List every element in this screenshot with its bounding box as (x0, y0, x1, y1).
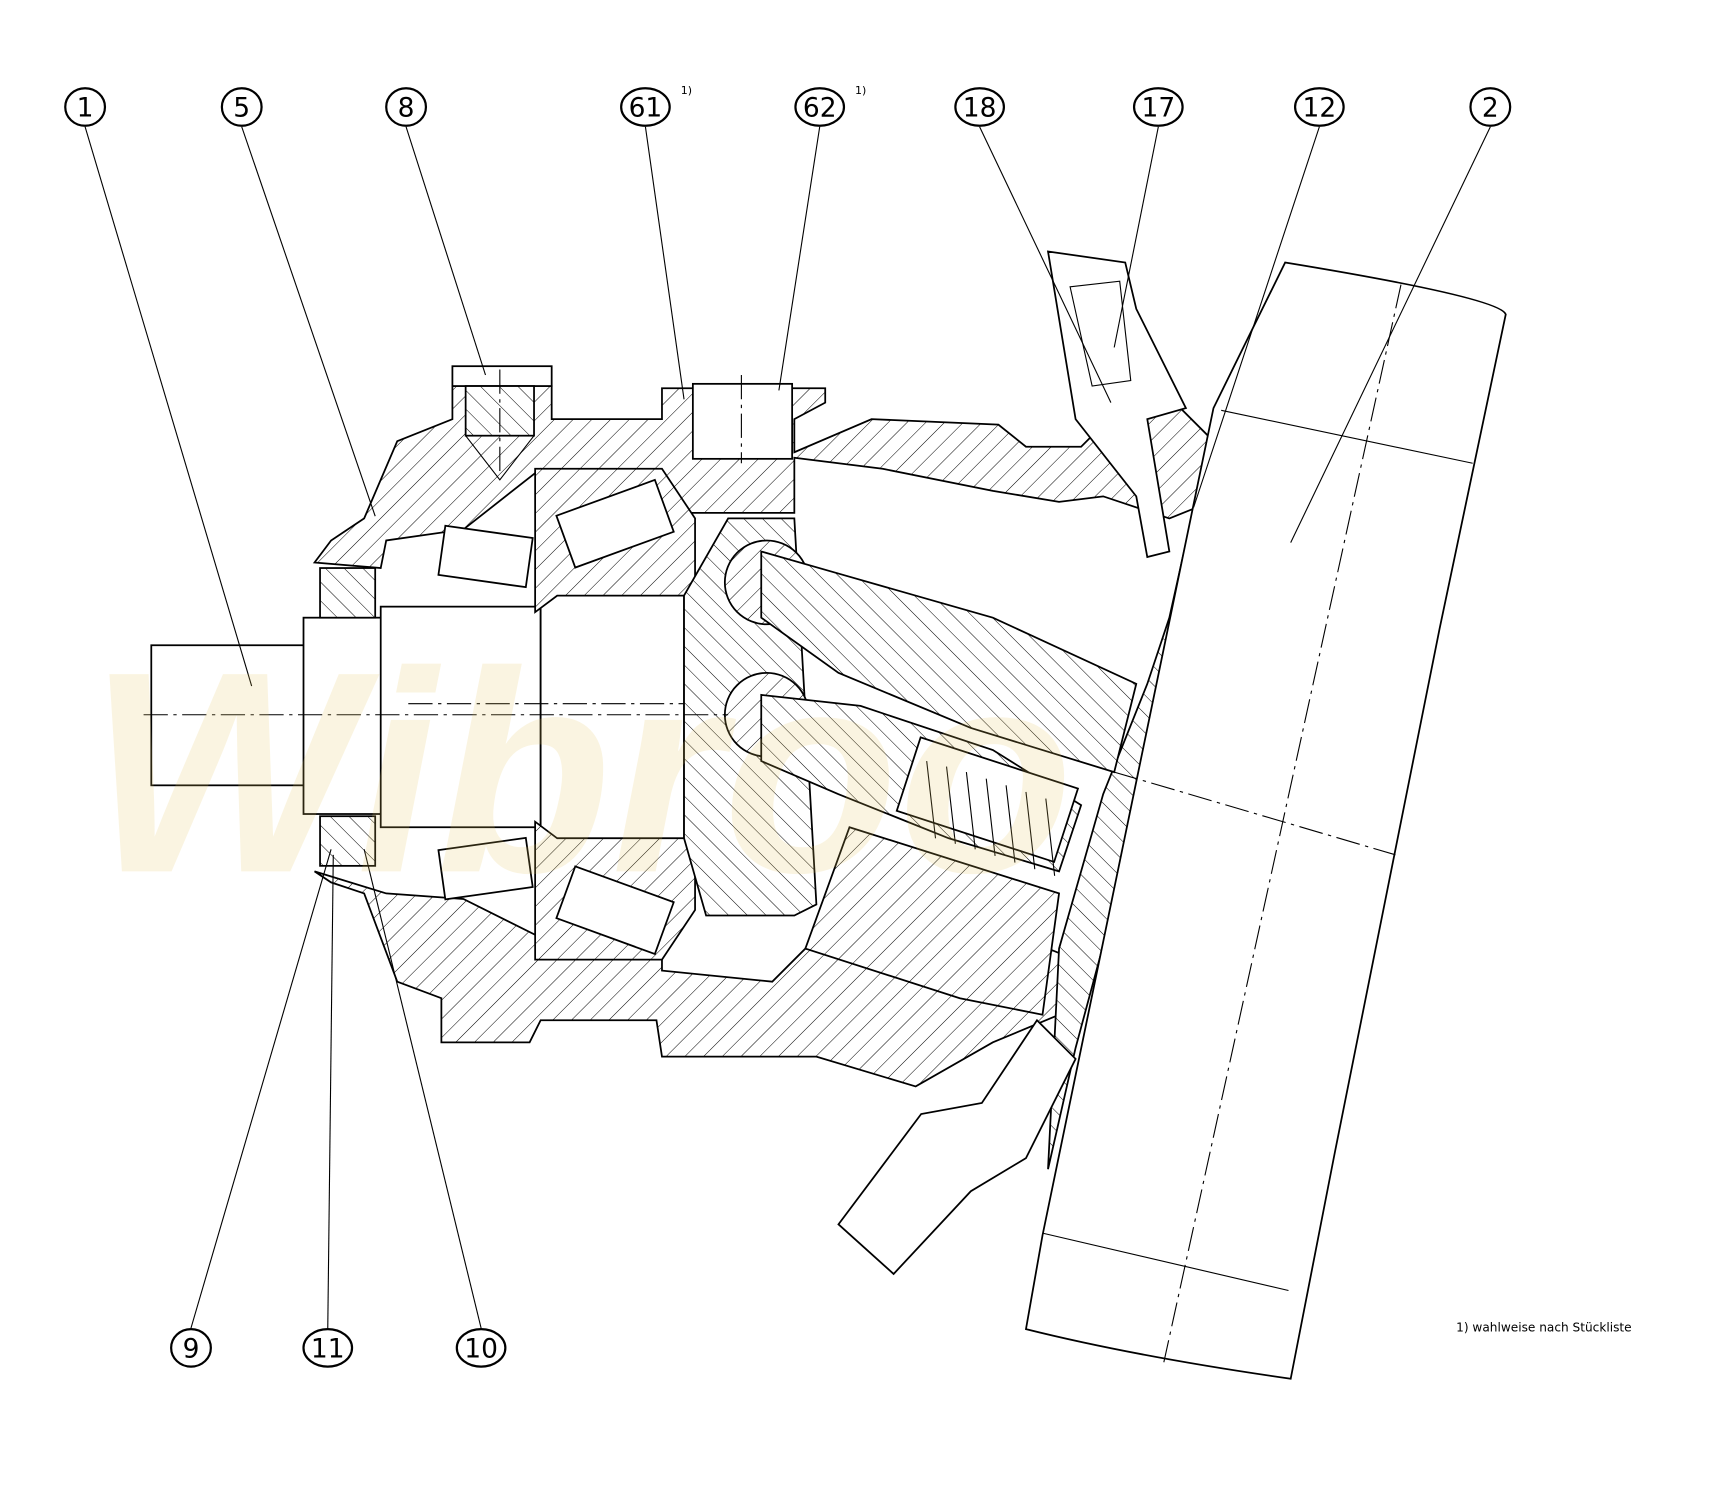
callout-12: 12 (1293, 87, 1345, 127)
adjust-screw-lower (837, 1018, 1077, 1276)
roller-bearing-upper-2 (555, 478, 675, 569)
leader-line (644, 126, 685, 400)
plug-port (691, 382, 794, 460)
callout-bubble (455, 1328, 507, 1368)
leader-line (84, 126, 253, 687)
drive-flange (539, 594, 685, 840)
leader-line (979, 126, 1112, 403)
leader-line (405, 126, 487, 376)
callout-1: 1 (64, 87, 107, 127)
callout-61: 61 1) (620, 84, 692, 127)
callout-bubble (385, 87, 428, 127)
leader-line (1193, 126, 1320, 508)
callout-10: 10 (455, 1328, 507, 1368)
leader-line (327, 854, 334, 1329)
shaft-collar (302, 616, 388, 815)
leader-line (778, 126, 821, 391)
leader-lines (84, 126, 1491, 1329)
spring (895, 736, 1080, 864)
leader-line (190, 849, 332, 1329)
callout-bubble (64, 87, 107, 127)
callout-number: 2 (1482, 93, 1499, 124)
callout-5: 5 (220, 87, 263, 127)
callout-8: 8 (385, 87, 428, 127)
callout-footnote-ref: 1) (855, 84, 866, 97)
callout-2: 2 (1469, 87, 1512, 127)
callout-11: 11 (302, 1328, 354, 1368)
roller-bearing-upper-1 (437, 524, 534, 589)
callout-bubble (1132, 87, 1184, 127)
callout-number: 9 (183, 1333, 200, 1364)
callout-17: 17 (1132, 87, 1184, 127)
cylinder-block (804, 826, 1061, 1016)
callout-bubble (302, 1328, 354, 1368)
callout-bubble (1469, 87, 1512, 127)
leader-line (241, 126, 376, 517)
callout-62: 62 1) (794, 84, 866, 127)
callout-number: 5 (233, 93, 250, 124)
callout-number: 12 (1303, 93, 1337, 124)
footnote: 1) wahlweise nach Stückliste (1456, 1320, 1631, 1334)
shaft-seal-upper (319, 567, 377, 619)
shaft-body (379, 605, 542, 829)
callout-number: 8 (398, 93, 415, 124)
roller-bearing-lower-1 (437, 836, 534, 901)
callout-number: 18 (963, 93, 997, 124)
leader-line (1290, 126, 1491, 543)
roller-bearing-lower-2 (555, 865, 675, 956)
callout-number: 17 (1141, 93, 1175, 124)
callout-number: 61 (629, 93, 663, 124)
callouts: 1 5 8 61 1) 62 1) 18 17 12 2 9 11 10 (64, 84, 1512, 1368)
callout-bubble (794, 87, 846, 127)
leader-line (363, 849, 482, 1329)
callout-bubble (954, 87, 1006, 127)
callout-footnote-ref: 1) (681, 84, 692, 97)
callout-number: 1 (77, 93, 94, 124)
callout-number: 62 (803, 93, 837, 124)
adjust-screw-upper (1046, 250, 1188, 559)
leader-line (1113, 126, 1159, 348)
plug-head (451, 365, 553, 387)
callout-number: 11 (311, 1333, 345, 1364)
callout-number: 10 (464, 1333, 498, 1364)
callout-bubble (620, 87, 671, 127)
callout-bubble (1293, 87, 1345, 127)
callout-bubble (170, 1328, 212, 1368)
callout-9: 9 (170, 1328, 212, 1368)
callout-18: 18 (954, 87, 1006, 127)
callout-bubble (220, 87, 263, 127)
port-plate-housing (1024, 261, 1507, 1380)
